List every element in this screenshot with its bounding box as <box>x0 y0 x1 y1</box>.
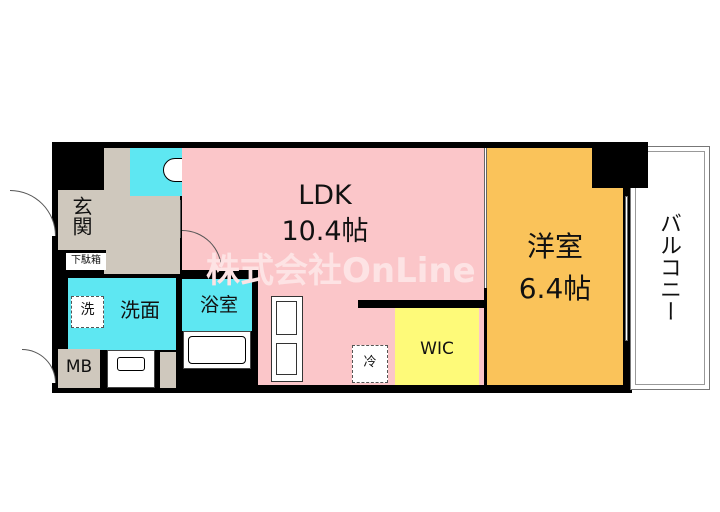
balcony-label: バルコニー <box>656 212 681 322</box>
front-door[interactable] <box>10 190 56 236</box>
washer-space <box>71 296 104 328</box>
western-room-size: 6.4帖 <box>518 272 592 305</box>
fridge-label: 冷 <box>363 355 377 370</box>
mb-label: MB <box>65 357 93 377</box>
entrance-label: 玄関 <box>69 196 93 236</box>
storage <box>160 352 176 388</box>
stove-icon <box>276 343 297 375</box>
washroom-label: 洗面 <box>120 298 160 322</box>
wic-label: WIC <box>420 339 454 359</box>
washer-label: 洗 <box>80 302 95 318</box>
shoe-box-label: 下駄箱 <box>71 255 101 266</box>
bathtub <box>183 331 251 369</box>
wic-wall <box>358 300 485 308</box>
pillar <box>592 142 648 188</box>
sliding-door[interactable] <box>484 148 487 288</box>
western-room-label: 洋室 <box>526 230 583 263</box>
sink <box>107 350 155 388</box>
shoe-box <box>66 250 106 270</box>
mb-door[interactable] <box>22 349 56 383</box>
entrance <box>58 190 106 250</box>
balcony-inner-line <box>635 151 705 385</box>
kitchen-sink <box>276 301 297 335</box>
ldk-label: LDK <box>298 180 352 211</box>
balcony-window[interactable] <box>625 196 628 341</box>
bathroom <box>182 279 252 331</box>
fridge-space <box>352 345 388 383</box>
sink-basin <box>117 357 145 371</box>
kitchen-counter <box>271 296 303 382</box>
bathtub-inner <box>188 336 246 364</box>
mb <box>58 349 100 388</box>
wic <box>395 308 479 385</box>
ldk <box>206 148 484 270</box>
watermark: 株式会社OnLine <box>206 251 476 291</box>
bathroom-label: 浴室 <box>199 294 238 316</box>
ldk-size: 10.4帖 <box>281 216 369 247</box>
toilet-door[interactable] <box>180 200 181 238</box>
